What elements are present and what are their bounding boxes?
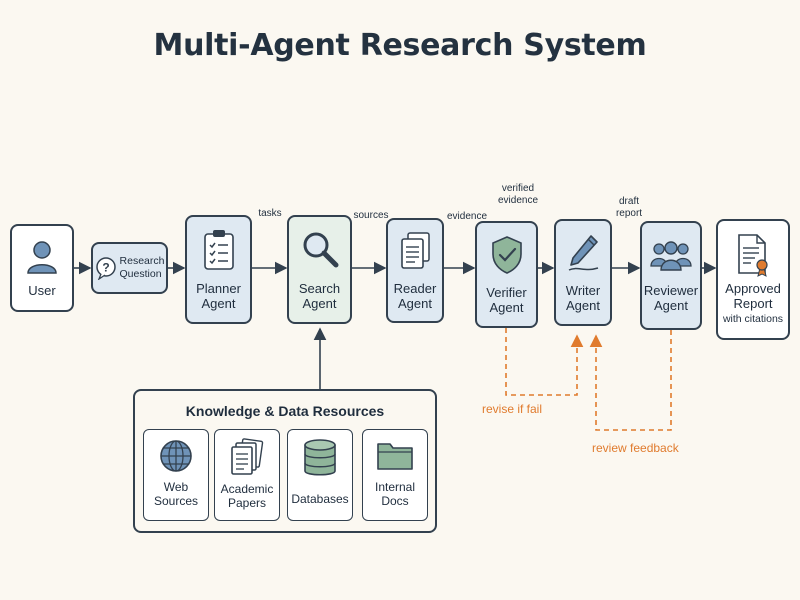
node-reader-agent: Reader Agent bbox=[386, 218, 444, 323]
edge-label-review-feedback: review feedback bbox=[592, 441, 679, 455]
svg-text:?: ? bbox=[102, 261, 109, 275]
edge-label-sources: sources bbox=[353, 210, 389, 221]
edge-label-evidence: evidence bbox=[446, 211, 488, 222]
globe-icon bbox=[160, 440, 192, 472]
magnifier-icon bbox=[303, 232, 338, 267]
node-search-agent: Search Agent bbox=[287, 215, 352, 324]
certified-document-icon bbox=[738, 234, 768, 277]
node-research-question: ? Research Question bbox=[91, 242, 168, 294]
resources-title: Knowledge & Data Resources bbox=[185, 403, 385, 419]
node-verifier-label: Verifier Agent bbox=[486, 284, 527, 315]
team-people-icon bbox=[650, 240, 692, 271]
resource-internal-docs: Internal Docs bbox=[362, 429, 428, 521]
node-report-sublabel: with citations bbox=[722, 313, 784, 325]
resource-databases-label: Databases bbox=[291, 492, 349, 506]
resource-databases: Databases bbox=[287, 429, 353, 521]
node-reviewer-agent: Reviewer Agent bbox=[640, 221, 702, 330]
edge-label-draft-report: draft report bbox=[615, 196, 643, 219]
node-verifier-agent: Verifier Agent bbox=[475, 221, 538, 328]
resource-docs-label: Internal Docs bbox=[374, 480, 416, 508]
clipboard-checklist-icon bbox=[203, 229, 234, 270]
shield-check-icon bbox=[491, 235, 522, 274]
feedback-loop-arrow bbox=[589, 330, 672, 431]
node-report-label: Approved Report bbox=[725, 281, 781, 311]
question-bubble-icon: ? bbox=[95, 257, 116, 280]
node-writer-agent: Writer Agent bbox=[554, 219, 612, 326]
resources-container: Knowledge & Data Resources Web Sources A… bbox=[133, 389, 437, 533]
documents-icon bbox=[401, 231, 430, 269]
edge-label-verified-evidence: verified evidence bbox=[497, 183, 539, 206]
edge-label-revise: revise if fail bbox=[482, 402, 543, 416]
node-search-label: Search Agent bbox=[298, 280, 341, 311]
node-reviewer-label: Reviewer Agent bbox=[643, 282, 699, 313]
node-planner-label: Planner Agent bbox=[196, 280, 241, 311]
database-icon bbox=[304, 439, 336, 476]
papers-icon bbox=[231, 438, 264, 475]
folder-icon bbox=[377, 443, 413, 470]
resource-academic-papers: Academic Papers bbox=[214, 429, 280, 521]
resource-web-sources: Web Sources bbox=[143, 429, 209, 521]
node-approved-report: Approved Report with citations bbox=[716, 219, 790, 340]
diagram-title: Multi-Agent Research System bbox=[153, 28, 647, 63]
edge-label-tasks: tasks bbox=[258, 208, 282, 219]
node-question-label: Research Question bbox=[119, 255, 165, 280]
node-planner-agent: Planner Agent bbox=[185, 215, 252, 324]
resource-web-label: Web Sources bbox=[153, 480, 199, 508]
pen-icon bbox=[568, 234, 599, 271]
node-user: User bbox=[10, 224, 74, 312]
node-writer-label: Writer Agent bbox=[565, 282, 601, 313]
user-icon bbox=[27, 240, 57, 274]
node-reader-label: Reader Agent bbox=[393, 280, 437, 311]
revise-loop-arrow bbox=[505, 328, 584, 396]
resource-papers-label: Academic Papers bbox=[220, 482, 274, 510]
node-user-label: User bbox=[28, 282, 56, 298]
